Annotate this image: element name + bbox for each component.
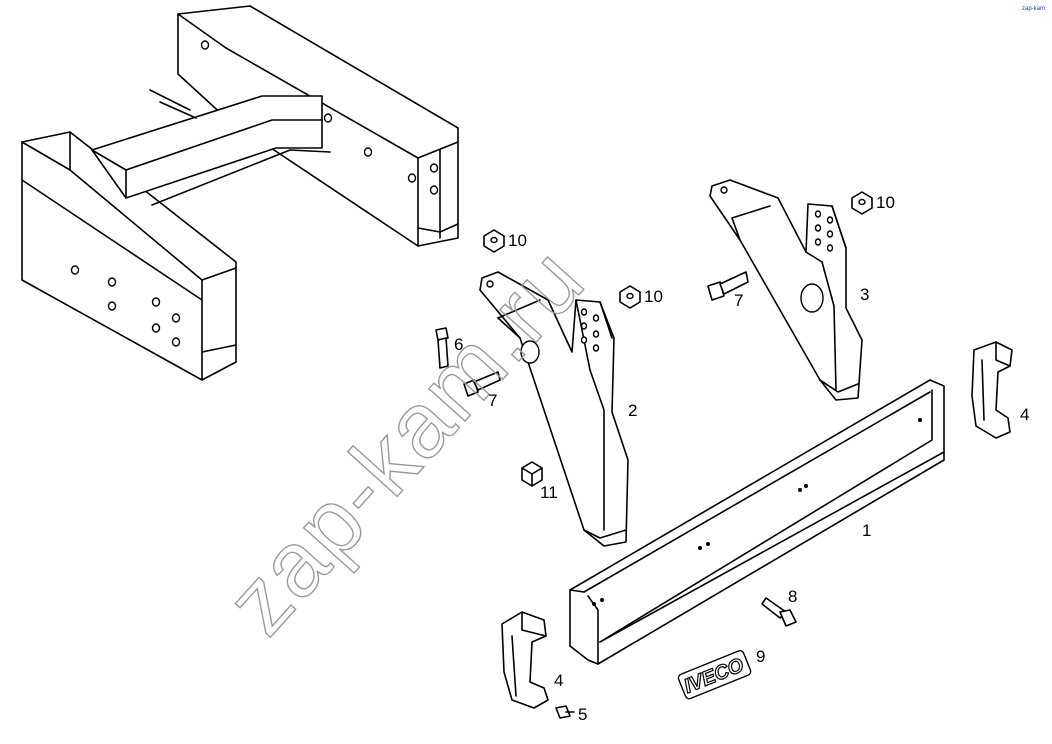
callout-label-9: 9: [756, 647, 765, 666]
callout-label-7-left: 7: [488, 391, 497, 410]
bumper-beam-part-1: [569, 379, 945, 665]
callout-label-3: 3: [860, 285, 869, 304]
callout-label-10-right: 10: [876, 193, 895, 212]
bracket-right-part-3: [709, 179, 863, 401]
callout-label-7-right: 7: [734, 291, 743, 310]
callout-label-11: 11: [540, 483, 558, 502]
handle-right-part-4: [971, 341, 1013, 439]
callout-label-5: 5: [578, 705, 587, 724]
nut-part-10-top: [483, 229, 505, 253]
callout-label-10-top: 10: [508, 231, 527, 250]
callout-label-10-mid: 10: [644, 287, 663, 306]
handle-left-part-4: [501, 611, 549, 709]
callout-label-4-left: 4: [554, 671, 563, 690]
bolt-part-7-left: [463, 371, 501, 397]
callout-label-2: 2: [628, 401, 637, 420]
bolt-part-8: [761, 597, 797, 627]
callout-label-8: 8: [788, 587, 797, 606]
callout-label-1: 1: [862, 521, 871, 540]
bolt-part-6: [435, 327, 449, 369]
corner-mark: zap-kam: [1022, 6, 1045, 12]
callout-label-6: 6: [454, 335, 463, 354]
nut-part-10-right: [851, 191, 873, 215]
bracket-left-part-2: [479, 271, 629, 547]
screw-part-5: [555, 705, 575, 719]
nut-part-10-mid: [619, 285, 641, 309]
iveco-logo-part-9: IVECO: [677, 650, 752, 700]
chassis-frame: [21, 5, 459, 381]
bolt-part-7-right: [707, 271, 749, 301]
nut-part-11: [521, 461, 543, 487]
callout-label-4-right: 4: [1020, 405, 1029, 424]
watermark-text: zap-kam.ru: [207, 228, 604, 653]
